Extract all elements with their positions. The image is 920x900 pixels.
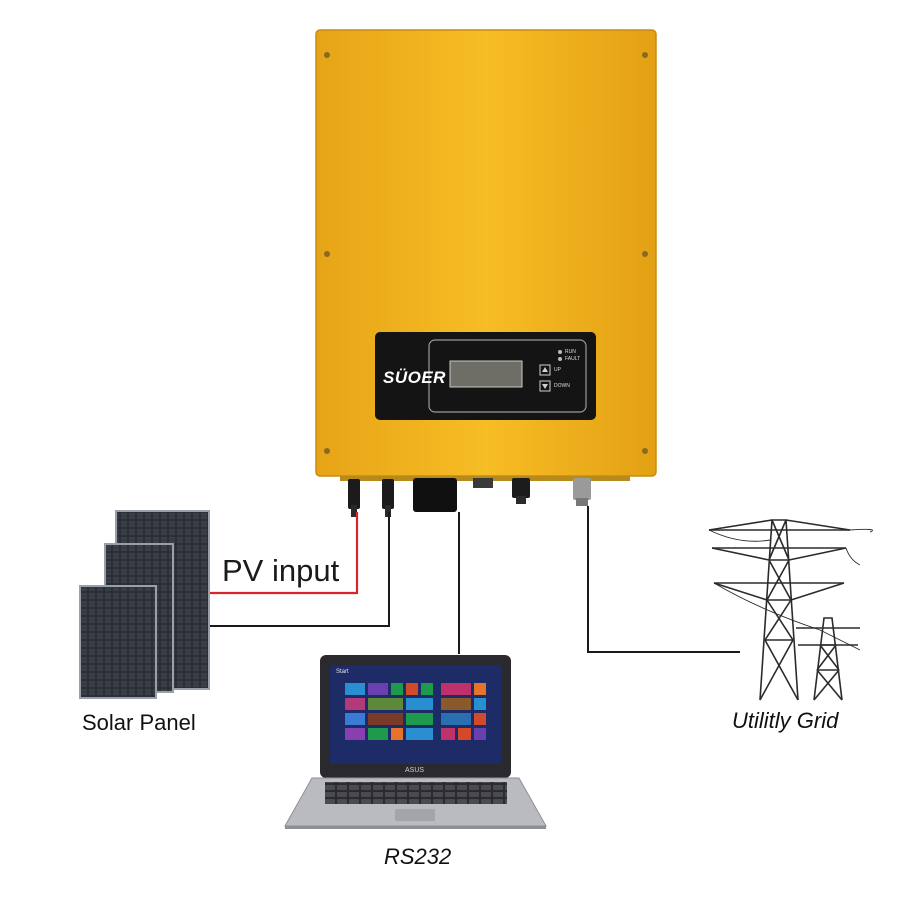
up-button [539,364,551,376]
pv-connector-negative [382,479,394,509]
laptop-keyboard [325,782,507,804]
solar-panel-label: Solar Panel [82,710,196,735]
pv-negative-wire [207,512,390,627]
inverter [315,29,657,517]
fault-indicator-label: FAULT [565,356,581,362]
up-button-label: UP [554,367,561,373]
laptop-brand: ASUS [405,767,425,774]
grid-connector [573,478,591,500]
laptop [284,655,547,829]
pv-positive-wire [207,512,359,595]
pv-input-label: PV input [222,553,340,588]
wiring [207,506,740,654]
transmission-towers [708,519,873,701]
run-indicator-label: RUN [565,349,576,355]
laptop-start-text: Start [336,669,349,675]
rs232-cover [413,478,457,512]
down-button [539,380,551,392]
lcd-screen [449,360,523,388]
grid-wire [587,506,740,653]
solar-panels [79,510,210,699]
pv-connector-positive [348,479,360,509]
utility-grid-label: Utilitly Grid [732,708,839,733]
down-button-label: DOWN [554,383,570,389]
brand-logo-text: SÜOER [383,368,446,387]
rs232-label: RS232 [384,844,452,869]
ac-gland [512,478,530,498]
